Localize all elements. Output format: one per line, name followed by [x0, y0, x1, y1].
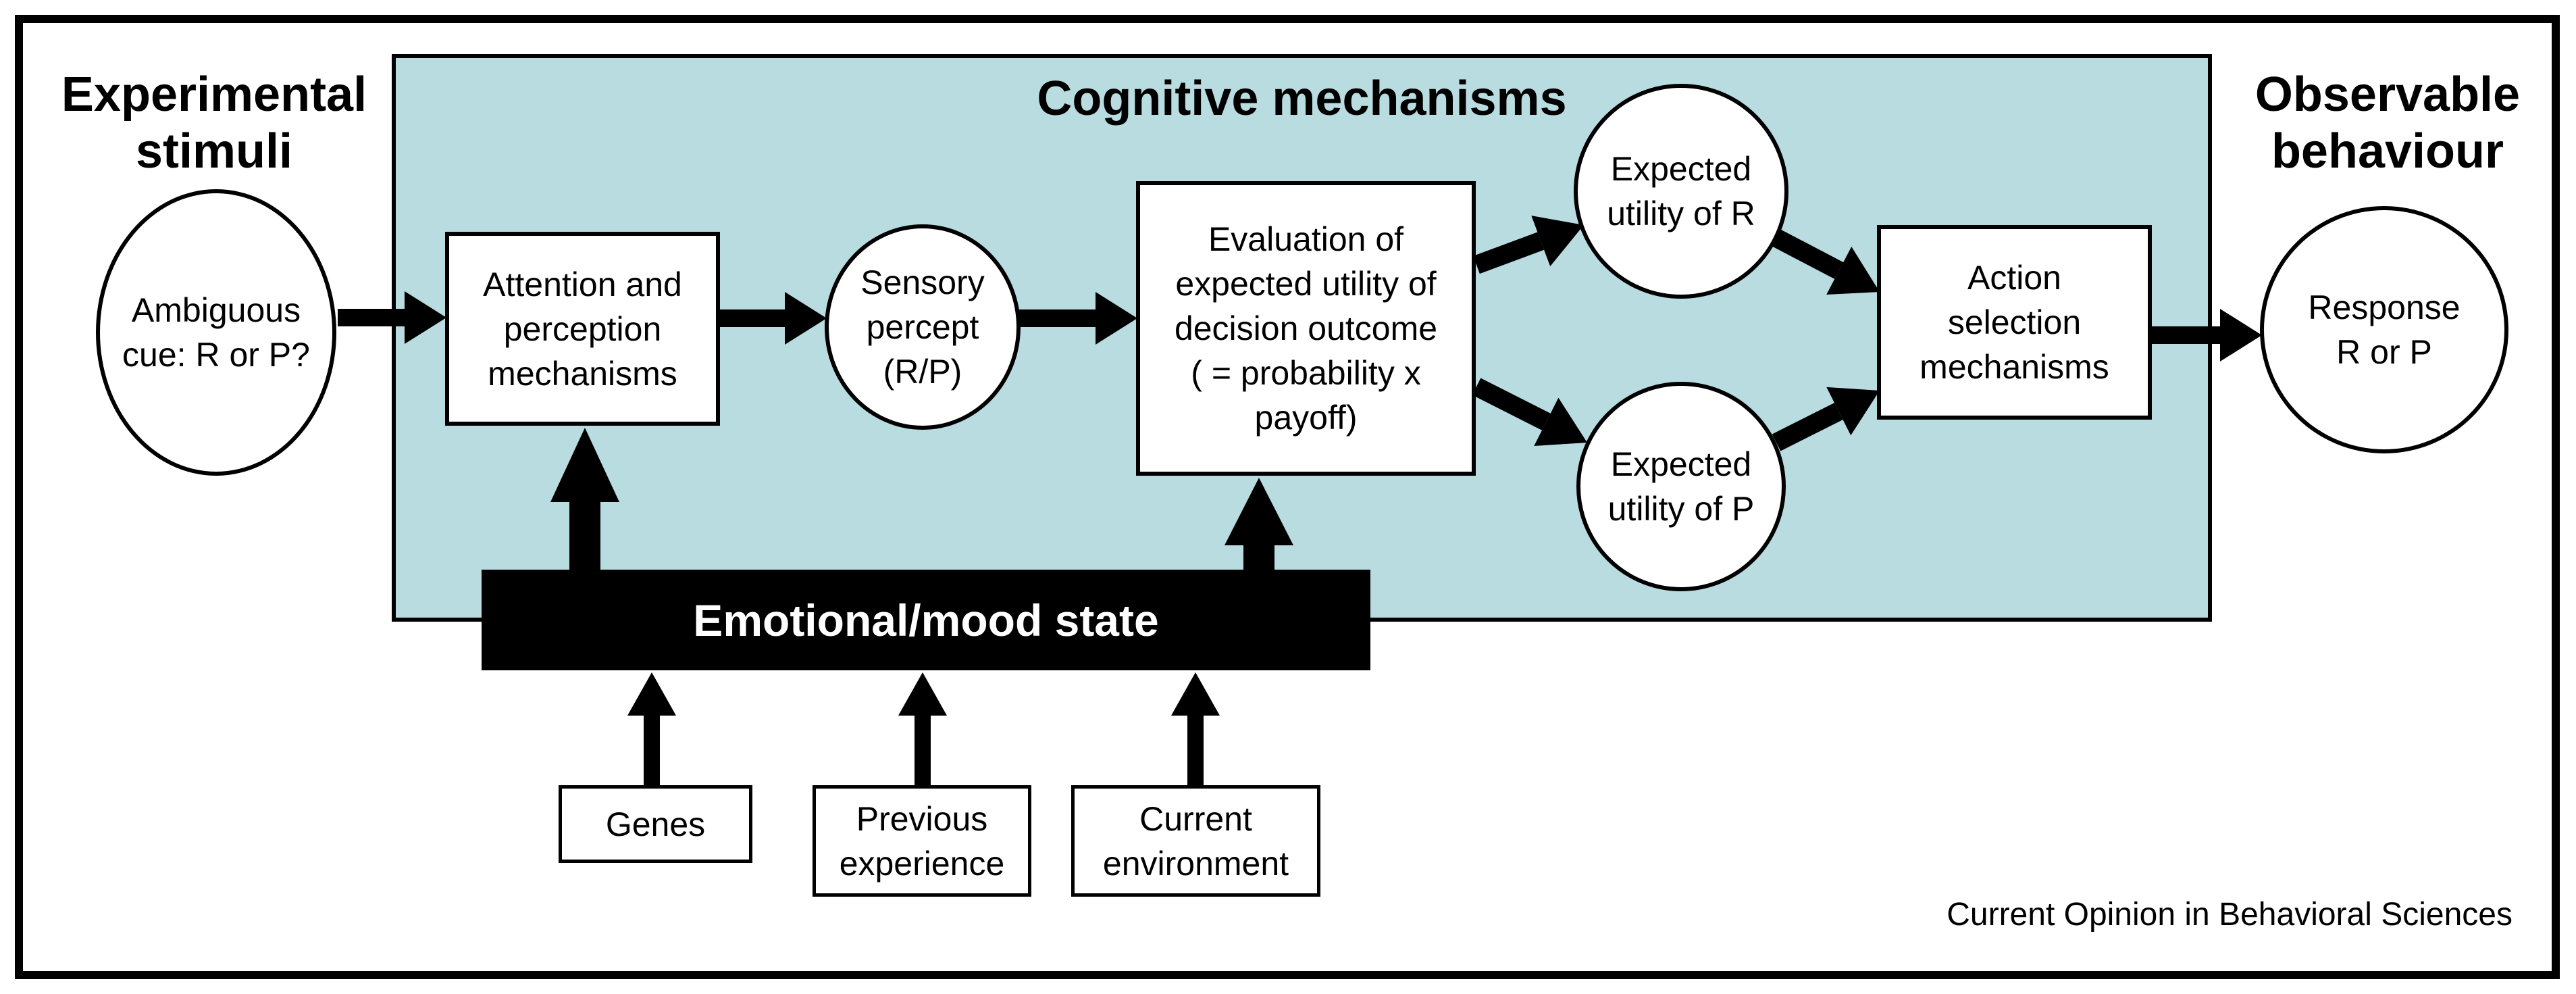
arrow-expected-r-to-action-head: [1826, 247, 1880, 295]
node-response: Response R or P: [2260, 206, 2508, 453]
node-ambiguous-cue: Ambiguous cue: R or P?: [96, 189, 336, 476]
arrow-expected-p-to-action: [1772, 403, 1843, 451]
node-current-environment-label: Current environment: [1102, 799, 1289, 883]
arrow-evaluation-to-expected-r-head: [1531, 216, 1584, 267]
node-action-selection: Action selection mechanisms: [1877, 225, 2152, 420]
arrow-attention-to-sensory-head: [785, 292, 827, 345]
node-previous-experience: Previous experience: [813, 785, 1031, 897]
figure-border: [15, 15, 2560, 979]
heading-observable-behaviour: Observable behaviour: [2255, 68, 2521, 178]
node-expected-utility-r-label: Expected utility of R: [1607, 150, 1755, 232]
mood-state-bar: Emotional/mood state: [482, 570, 1370, 670]
arrow-expected-p-to-action-head: [1826, 387, 1880, 436]
heading-experimental-stimuli: Experimental stimuli: [61, 68, 367, 178]
arrow-mood-to-attention-head: [550, 428, 619, 502]
node-expected-utility-p: Expected utility of P: [1576, 382, 1786, 591]
node-current-environment: Current environment: [1071, 785, 1320, 897]
node-attention-perception-label: Attention and perception mechanisms: [483, 265, 682, 393]
node-genes: Genes: [559, 785, 752, 863]
node-previous-experience-label: Previous experience: [839, 799, 1005, 883]
node-expected-utility-r: Expected utility of R: [1574, 84, 1788, 299]
node-sensory-percept: Sensory percept (R/P): [825, 224, 1021, 430]
arrow-sensory-to-evaluation-head: [1096, 292, 1137, 345]
arrow-evaluation-to-expected-p: [1472, 378, 1551, 430]
node-expected-utility-p-label: Expected utility of P: [1607, 445, 1755, 528]
arrow-environment-to-mood-head: [1171, 672, 1220, 716]
node-attention-perception: Attention and perception mechanisms: [445, 232, 720, 426]
heading-cognitive-mechanisms: Cognitive mechanisms: [1037, 72, 1567, 126]
arrow-genes-to-mood-head: [627, 672, 676, 716]
node-action-selection-label: Action selection mechanisms: [1920, 259, 2109, 386]
node-sensory-percept-label: Sensory percept (R/P): [860, 264, 985, 391]
node-response-label: Response R or P: [2308, 289, 2461, 371]
mood-state-bar-label: Emotional/mood state: [693, 595, 1159, 645]
arrow-evaluation-to-expected-p-head: [1534, 397, 1587, 446]
journal-caption: Current Opinion in Behavioral Sciences: [1947, 897, 2513, 933]
node-evaluation: Evaluation of expected utility of decisi…: [1136, 181, 1476, 476]
node-genes-label: Genes: [605, 805, 706, 843]
arrow-experience-to-mood-head: [898, 672, 947, 716]
node-ambiguous-cue-label: Ambiguous cue: R or P?: [122, 291, 310, 374]
arrow-action-to-response-head: [2220, 309, 2262, 362]
arrow-expected-r-to-action: [1772, 229, 1844, 279]
arrow-cue-to-attention-head: [405, 291, 446, 344]
arrow-mood-to-evaluation-head: [1225, 478, 1293, 545]
arrow-evaluation-to-expected-r: [1473, 232, 1545, 274]
node-evaluation-label: Evaluation of expected utility of decisi…: [1174, 220, 1438, 437]
